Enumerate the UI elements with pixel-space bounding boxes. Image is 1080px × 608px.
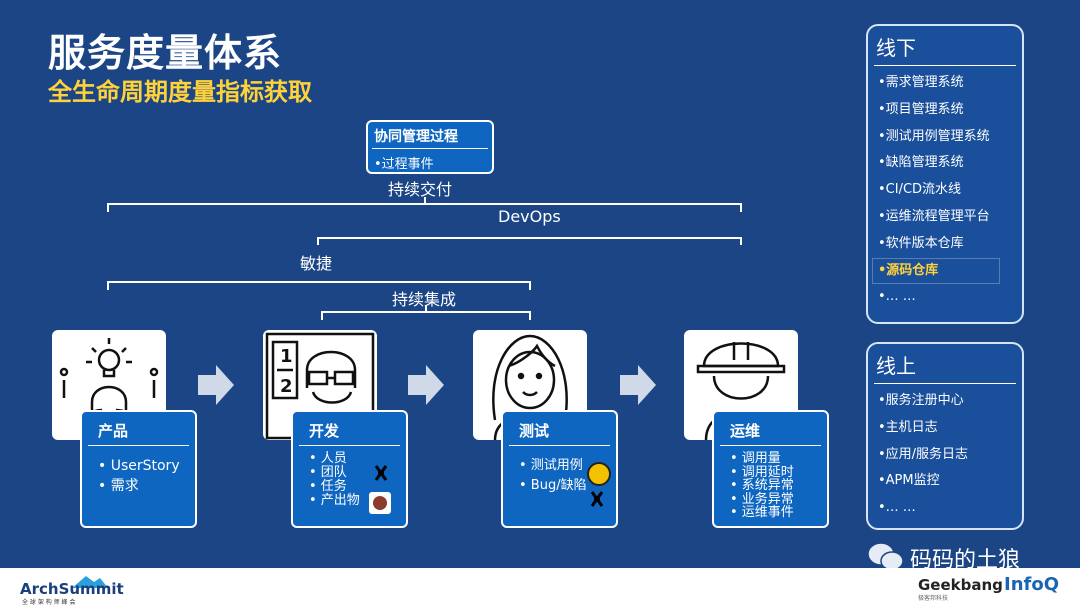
offline-item: •运维流程管理平台 <box>878 208 990 224</box>
geekbang-logo-subtext: 极客邦科技 <box>918 595 949 602</box>
stage-test-divider <box>509 445 610 446</box>
offline-item: •… … <box>878 289 916 305</box>
offline-item: •项目管理系统 <box>878 101 964 117</box>
online-item: •APM监控 <box>878 473 940 489</box>
offline-item-highlighted: •源码仓库 <box>872 257 1000 285</box>
wechat-icon <box>867 542 904 571</box>
geekbang-logo-text: Geekbang <box>918 576 1003 594</box>
stage-dev-divider <box>299 445 400 446</box>
bracket-devops <box>317 237 742 245</box>
stage-product-item: • 需求 <box>98 478 139 494</box>
collab-line <box>372 148 488 149</box>
tool-logo-icon <box>590 491 604 507</box>
bracket-ci <box>321 305 531 320</box>
stage-product-title: 产品 <box>98 422 129 440</box>
stage-ops-item: • 调用量 <box>730 451 781 466</box>
stage-ops-title: 运维 <box>730 422 761 440</box>
offline-item: •CI/CD流水线 <box>878 182 962 198</box>
page-subtitle: 全生命周期度量指标获取 <box>48 78 312 106</box>
arrow-right-icon <box>620 365 656 405</box>
mountain-icon <box>72 576 108 588</box>
stage-product: 产品 • UserStory • 需求 <box>80 410 197 528</box>
online-item: •主机日志 <box>878 419 938 435</box>
online-item: •服务注册中心 <box>878 393 964 408</box>
svg-text:2: 2 <box>280 376 293 397</box>
stage-dev-item: • 团队 <box>309 465 347 480</box>
svg-text:1: 1 <box>280 346 293 367</box>
geekbang-logo: Geekbang 极客邦科技 <box>918 576 1003 604</box>
offline-item: •缺陷管理系统 <box>878 155 964 171</box>
offline-divider <box>874 65 1016 66</box>
collab-process-box: 协同管理过程 •过程事件 <box>366 120 494 174</box>
stage-product-item: • UserStory <box>98 458 180 474</box>
stage-ops-item: • 系统异常 <box>730 478 794 493</box>
stage-dev: 开发 • 人员 • 团队 • 任务 • 产出物 <box>291 410 408 528</box>
archsummit-logo: ArchSummit 全 球 架 构 师 峰 会 <box>20 574 124 606</box>
stage-ops: 运维 • 调用量 • 调用延时 • 系统异常 • 业务异常 • 运维事件 <box>712 410 829 528</box>
online-divider <box>874 383 1016 384</box>
bracket-agile <box>107 281 531 290</box>
quality-logo-icon <box>587 462 611 486</box>
infoq-logo: InfoQ <box>1004 574 1060 595</box>
stage-test-item: • Bug/缺陷 <box>519 478 587 493</box>
online-item: •… … <box>878 500 916 516</box>
page-title: 服务度量体系 <box>48 31 283 75</box>
stage-test-item: • 测试用例 <box>519 458 583 473</box>
offline-title: 线下 <box>876 36 916 60</box>
stage-dev-item: • 人员 <box>309 451 347 466</box>
stage-dev-title: 开发 <box>309 422 340 440</box>
offline-item: •需求管理系统 <box>878 75 964 90</box>
tool-logo-icon <box>374 465 388 481</box>
stage-ops-item: • 调用延时 <box>730 464 794 480</box>
stage-ops-divider <box>720 445 821 446</box>
offline-item: •软件版本仓库 <box>878 235 964 251</box>
online-item: •应用/服务日志 <box>878 446 969 462</box>
offline-item: •测试用例管理系统 <box>878 128 990 144</box>
mascot-logo-icon <box>369 492 391 514</box>
bracket-continuous-delivery <box>107 197 742 212</box>
label-devops: DevOps <box>498 207 561 226</box>
stage-test-title: 测试 <box>519 422 550 440</box>
archsummit-logo-subtext: 全 球 架 构 师 峰 会 <box>22 599 76 606</box>
stage-dev-item: • 产出物 <box>309 493 360 508</box>
footer-bar <box>0 568 1080 608</box>
online-sources-panel: 线上 •服务注册中心 •主机日志 •应用/服务日志 •APM监控 •… … <box>866 342 1024 530</box>
label-ci: 持续集成 <box>392 290 457 309</box>
offline-sources-panel: 线下 •需求管理系统 •项目管理系统 •测试用例管理系统 •缺陷管理系统 •CI… <box>866 24 1024 324</box>
stage-ops-item: • 运维事件 <box>730 505 794 520</box>
stage-test: 测试 • 测试用例 • Bug/缺陷 <box>501 410 618 528</box>
archsummit-logo-text: ArchSummit <box>20 580 124 598</box>
stage-dev-item: • 任务 <box>309 479 347 494</box>
arrow-right-icon <box>198 365 234 405</box>
label-agile: 敏捷 <box>300 254 333 273</box>
collab-title: 协同管理过程 <box>374 129 458 145</box>
collab-item: •过程事件 <box>374 157 434 172</box>
stage-product-divider <box>88 445 189 446</box>
label-continuous-delivery: 持续交付 <box>388 180 453 199</box>
online-title: 线上 <box>876 354 916 378</box>
stage-ops-item: • 业务异常 <box>730 491 794 507</box>
arrow-right-icon <box>408 365 444 405</box>
